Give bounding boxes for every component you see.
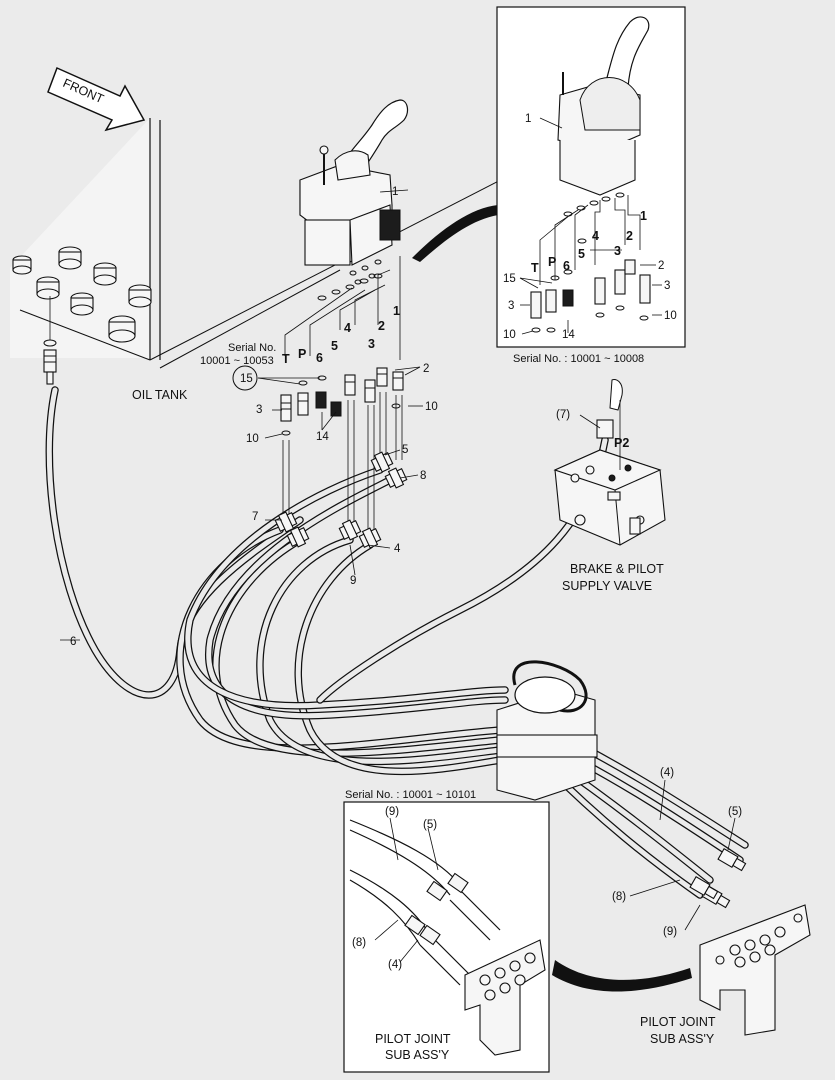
port-p-label: P bbox=[298, 347, 306, 361]
callout-5-paren-right: (5) bbox=[728, 806, 742, 818]
callout-9-paren-right: (9) bbox=[663, 926, 677, 938]
callout-5-port: 5 bbox=[331, 339, 338, 353]
callout-8-paren-right: (8) bbox=[612, 891, 626, 903]
inset-callout-1: 1 bbox=[525, 113, 531, 125]
serial-label-inset-top: Serial No. : 10001 ~ 10008 bbox=[513, 353, 644, 365]
pilot-joint-label-right-2: SUB ASS'Y bbox=[650, 1032, 715, 1046]
callout-6-port: 6 bbox=[316, 351, 323, 365]
callout-numbers: 1 1 2 3 4 5 6 P T 2 15 3 10 14 10 5 8 7 … bbox=[70, 113, 742, 971]
inset-port-t: T bbox=[531, 261, 539, 275]
tube-stems bbox=[282, 392, 403, 530]
callout-4: 4 bbox=[394, 543, 401, 555]
callout-1-port: 1 bbox=[393, 304, 400, 318]
brake-valve-label-2: SUPPLY VALVE bbox=[562, 579, 652, 593]
callout-6: 6 bbox=[70, 636, 76, 648]
serial-label-inset-bottom: Serial No. : 10001 ~ 10101 bbox=[345, 789, 476, 801]
callout-7: 7 bbox=[252, 511, 258, 523]
oil-tank-label: OIL TANK bbox=[132, 388, 188, 402]
o-rings-upper bbox=[281, 273, 401, 436]
inset-callout-3-right: 3 bbox=[664, 280, 670, 292]
callout-15-circle bbox=[232, 365, 258, 391]
inset-port-p: P bbox=[548, 255, 556, 269]
hose-end-fittings bbox=[274, 451, 408, 549]
tank-cap-group bbox=[12, 246, 152, 343]
adapters-main bbox=[280, 367, 404, 422]
inset-port-3: 3 bbox=[614, 244, 621, 258]
inset-port-1: 1 bbox=[640, 209, 647, 223]
tank-fitting bbox=[43, 349, 57, 385]
inset-top-right: Serial No. : 10001 ~ 10008 bbox=[496, 6, 686, 365]
inset-port-2: 2 bbox=[626, 229, 633, 243]
serial-label-left-line2: 10001 ~ 10053 bbox=[200, 355, 274, 367]
pilot-joint-label-inset-1: PILOT JOINT bbox=[375, 1032, 451, 1046]
pilot-joint-main: PILOT JOINT SUB ASS'Y bbox=[496, 660, 811, 1046]
inset-pointer-arrow bbox=[412, 205, 498, 262]
serial-label-left: Serial No. 10001 ~ 10053 bbox=[200, 342, 276, 367]
callout-3: 3 bbox=[256, 404, 262, 416]
inset-callout-3-left: 3 bbox=[508, 300, 514, 312]
port-leaders bbox=[284, 256, 401, 360]
brake-pilot-supply-valve: P2 BRAKE & PILOT SUPPLY VALVE bbox=[553, 379, 666, 593]
inset-callout-10-left: 10 bbox=[503, 329, 516, 341]
callout-2: 2 bbox=[423, 363, 429, 375]
pilot-joint-label-right-1: PILOT JOINT bbox=[640, 1015, 716, 1029]
inset-callout-10-right: 10 bbox=[664, 310, 677, 322]
inset-port-4: 4 bbox=[592, 229, 599, 243]
callout-5: 5 bbox=[402, 444, 408, 456]
callout-8-paren-inset: (8) bbox=[352, 937, 366, 949]
callout-9-paren-inset: (9) bbox=[385, 806, 399, 818]
serial-label-left-line1: Serial No. bbox=[228, 342, 276, 354]
callout-14: 14 bbox=[316, 431, 329, 443]
port-p2-label: P2 bbox=[614, 436, 629, 450]
callout-9: 9 bbox=[350, 575, 356, 587]
callout-10-right: 10 bbox=[425, 401, 438, 413]
callout-8: 8 bbox=[420, 470, 426, 482]
joystick-assembly bbox=[299, 99, 409, 285]
callout-7-paren: (7) bbox=[556, 409, 570, 421]
inset-port-6: 6 bbox=[563, 259, 570, 273]
front-arrow: FRONT bbox=[47, 66, 146, 132]
callout-4-port: 4 bbox=[344, 321, 351, 335]
callout-2-port: 2 bbox=[378, 319, 385, 333]
pilot-joint-sub-right: PILOT JOINT SUB ASS'Y bbox=[640, 848, 811, 1046]
callouts-main bbox=[60, 117, 736, 963]
joystick-ports bbox=[349, 259, 382, 285]
callout-4-paren-right: (4) bbox=[660, 767, 674, 779]
callout-15: 15 bbox=[240, 373, 253, 385]
callout-3-port: 3 bbox=[368, 337, 375, 351]
inset-callout-14: 14 bbox=[562, 329, 575, 341]
inset-port-5: 5 bbox=[578, 247, 585, 261]
oil-tank: OIL TANK bbox=[10, 118, 521, 402]
port-t-label: T bbox=[282, 352, 290, 366]
callout-10-left: 10 bbox=[246, 433, 259, 445]
inset-bottom: Serial No. : 10001 ~ 10101 PILOT JOINT S… bbox=[343, 789, 550, 1073]
inset-callout-15: 15 bbox=[503, 273, 516, 285]
callout-4-paren-inset: (4) bbox=[388, 959, 402, 971]
brake-valve-label-1: BRAKE & PILOT bbox=[570, 562, 664, 576]
callout-5-paren-inset: (5) bbox=[423, 819, 437, 831]
callout-1-main: 1 bbox=[392, 186, 398, 198]
inset-callout-2: 2 bbox=[658, 260, 664, 272]
pilot-joint-label-inset-2: SUB ASS'Y bbox=[385, 1048, 450, 1062]
inset-pointer-arrow-bottom bbox=[552, 960, 692, 992]
